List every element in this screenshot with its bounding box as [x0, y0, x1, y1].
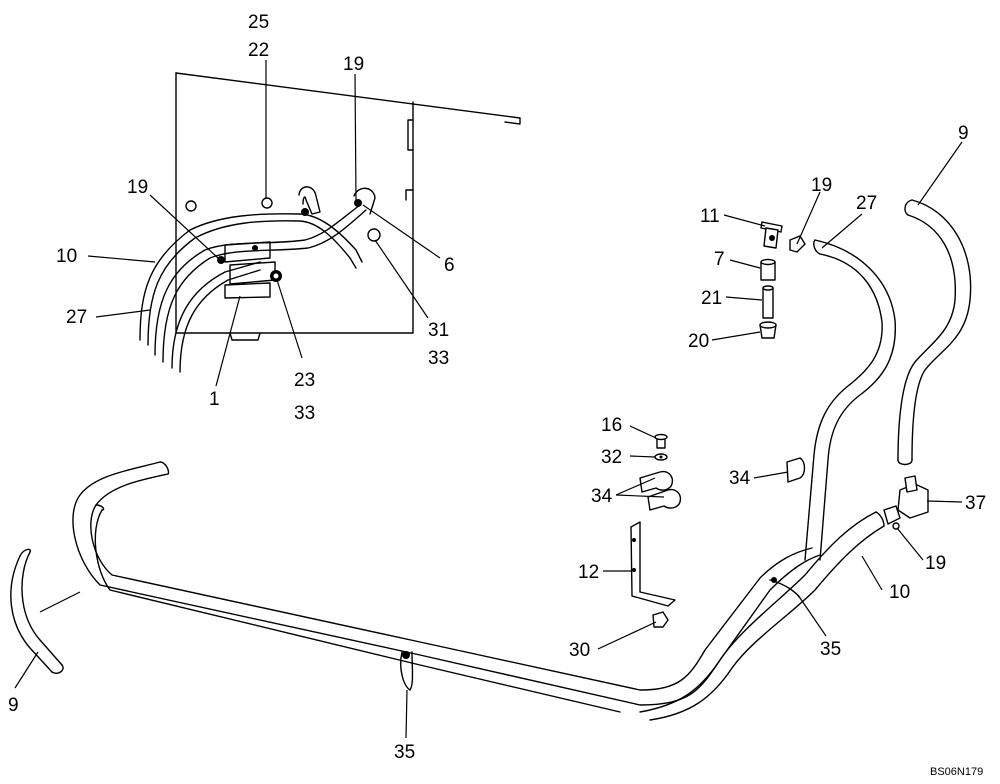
callout-37: 37 [965, 493, 986, 514]
callout-35: 35 [820, 639, 841, 660]
callout-23: 23 [294, 370, 315, 391]
callout-33: 33 [294, 403, 315, 424]
callout-19: 19 [811, 175, 832, 196]
diagram-code: BS06N179 [930, 766, 983, 778]
fitting-37 [883, 475, 929, 530]
callout-10: 10 [56, 246, 77, 267]
panel-fittings [185, 186, 376, 216]
callout-30: 30 [569, 640, 590, 661]
callout-20: 20 [688, 331, 709, 352]
leader-lines [14, 60, 963, 739]
hose-27-right [804, 239, 896, 561]
callout-35: 35 [394, 742, 415, 763]
callout-34: 34 [729, 468, 751, 489]
callout-32: 32 [601, 447, 622, 468]
callout-1: 1 [209, 389, 220, 410]
callout-19: 19 [127, 177, 148, 198]
callout-7: 7 [714, 249, 725, 270]
mounting-panel [175, 72, 521, 341]
hose-9-right [897, 199, 972, 466]
panel-hoses [139, 204, 367, 373]
callout-31: 31 [428, 320, 449, 341]
callout-22: 22 [248, 40, 269, 61]
callout-34: 34 [591, 486, 613, 507]
callout-16: 16 [601, 415, 622, 436]
callout-10: 10 [889, 582, 910, 603]
clamp-parts [630, 433, 806, 628]
callout-12: 12 [578, 562, 599, 583]
hose-9-left [10, 548, 81, 674]
callout-19: 19 [343, 54, 364, 75]
callout-9: 9 [958, 123, 969, 144]
cable-ties [400, 577, 801, 691]
hose-bottom [72, 461, 821, 713]
callout-27: 27 [66, 307, 87, 328]
callout-19: 19 [925, 553, 946, 574]
callout-27: 27 [856, 193, 877, 214]
valve-fittings [759, 221, 806, 339]
callout-25: 25 [248, 12, 269, 33]
callout-6: 6 [444, 255, 455, 276]
callout-21: 21 [701, 288, 722, 309]
callout-33: 33 [428, 348, 449, 369]
callout-11: 11 [700, 206, 720, 227]
callout-9: 9 [8, 695, 19, 716]
callout-labels: 25 22 19 19 10 27 6 31 33 23 33 1 9 19 2… [8, 12, 986, 763]
hose-10-right [639, 511, 885, 721]
